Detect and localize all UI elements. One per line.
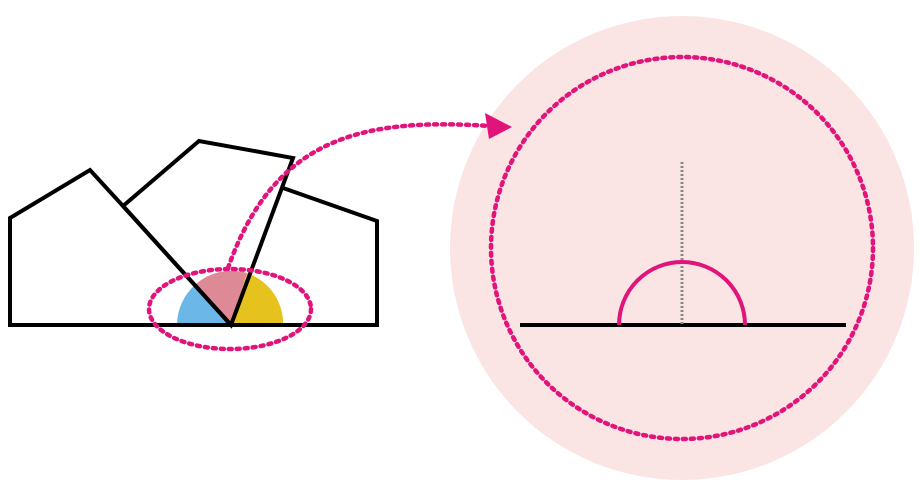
magnified-view — [488, 54, 876, 442]
arrowhead-icon — [485, 113, 512, 139]
zoom-semicircle-arc — [617, 260, 747, 326]
middle-quadrilateral — [120, 138, 296, 329]
angle-wedge-blue — [177, 284, 231, 325]
connector-arrow-curve — [225, 122, 493, 271]
zoom-dotted-circle — [488, 54, 876, 442]
angle-wedges — [177, 270, 283, 325]
